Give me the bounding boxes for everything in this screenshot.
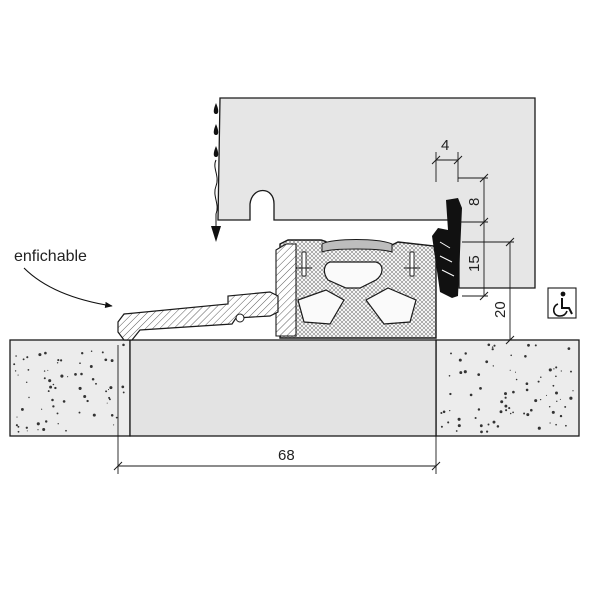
snap-in-ramp [117, 291, 279, 341]
dim-height-a: 8 [466, 198, 483, 206]
water-drop-icon [211, 103, 221, 242]
dim-height-c: 20 [492, 301, 509, 318]
threshold-profile [275, 239, 437, 339]
callout-label: enfichable [14, 248, 87, 265]
door-seal [432, 198, 462, 298]
dim-top-width: 4 [441, 137, 449, 154]
recess-insert [129, 339, 437, 437]
dimension-lines [117, 152, 516, 474]
dim-height-b: 15 [466, 255, 483, 272]
wheelchair-icon [547, 287, 577, 319]
floor-right-slab [435, 339, 580, 437]
floor-left-slab [9, 339, 131, 437]
callout-arrow [23, 267, 113, 308]
door-leaf [217, 97, 536, 289]
dim-base-width: 68 [278, 447, 295, 464]
dimension-ticks [113, 155, 515, 471]
